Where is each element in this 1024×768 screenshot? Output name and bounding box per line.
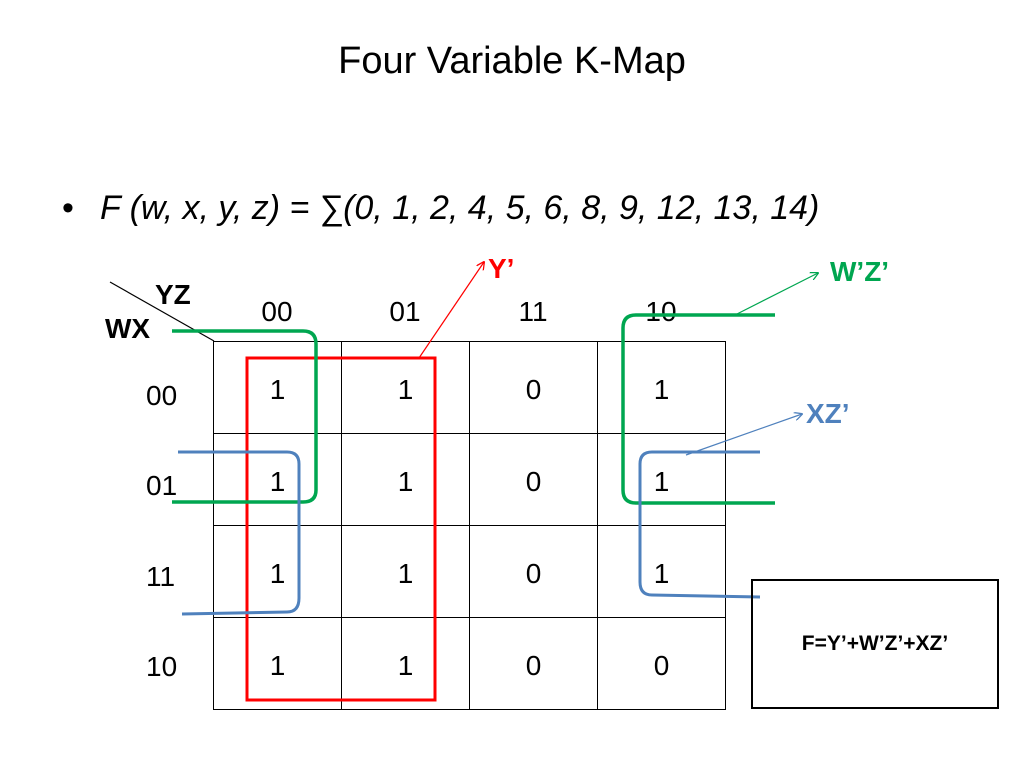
group-wz-loop-left bbox=[172, 329, 318, 504]
group-label-wz: W’Z’ bbox=[830, 256, 890, 287]
column-header: 10 bbox=[645, 296, 677, 327]
row-header: 01 bbox=[146, 470, 178, 501]
function-expression: F (w, x, y, z) = ∑(0, 1, 2, 4, 5, 6, 8, … bbox=[100, 189, 820, 227]
kmap-cell: 1 bbox=[213, 617, 342, 710]
column-variable-label: YZ bbox=[155, 279, 191, 310]
kmap-cell: 1 bbox=[341, 525, 470, 618]
column-header: 11 bbox=[518, 296, 548, 327]
kmap-cell: 0 bbox=[469, 617, 598, 710]
group-wz-arrow bbox=[734, 273, 818, 316]
group-y-prime-arrow bbox=[418, 262, 484, 359]
group-label-y-prime: Y’ bbox=[488, 253, 515, 284]
kmap-cell: 0 bbox=[469, 433, 598, 526]
kmap-cell: 1 bbox=[597, 341, 726, 434]
bullet-icon: • bbox=[62, 189, 74, 227]
row-header: 10 bbox=[146, 651, 178, 682]
kmap-cell: 0 bbox=[597, 617, 726, 710]
kmap-cell: 0 bbox=[469, 525, 598, 618]
result-expression: F=Y’+W’Z’+XZ’ bbox=[801, 632, 949, 655]
row-header: 11 bbox=[146, 561, 176, 592]
row-variable-label: WX bbox=[105, 313, 151, 344]
column-header: 01 bbox=[389, 296, 421, 327]
column-header: 00 bbox=[261, 296, 293, 327]
group-xz-arrow bbox=[685, 414, 802, 456]
kmap-cell: 1 bbox=[341, 617, 470, 710]
result-expression-box: F=Y’+W’Z’+XZ’ bbox=[751, 579, 999, 709]
kmap-cell: 1 bbox=[341, 433, 470, 526]
group-wz-loop-right bbox=[621, 313, 775, 505]
group-xz-loop-right bbox=[638, 450, 761, 599]
group-xz-loop-left bbox=[178, 450, 301, 616]
kmap-cell: 0 bbox=[469, 341, 598, 434]
function-bullet: • F (w, x, y, z) = ∑(0, 1, 2, 4, 5, 6, 8,… bbox=[62, 189, 819, 228]
slide-title: Four Variable K-Map bbox=[338, 40, 686, 82]
row-header: 00 bbox=[146, 380, 178, 411]
group-y-prime-loop bbox=[245, 356, 437, 702]
group-label-xz: XZ’ bbox=[806, 398, 850, 429]
kmap-cell: 1 bbox=[213, 525, 342, 618]
